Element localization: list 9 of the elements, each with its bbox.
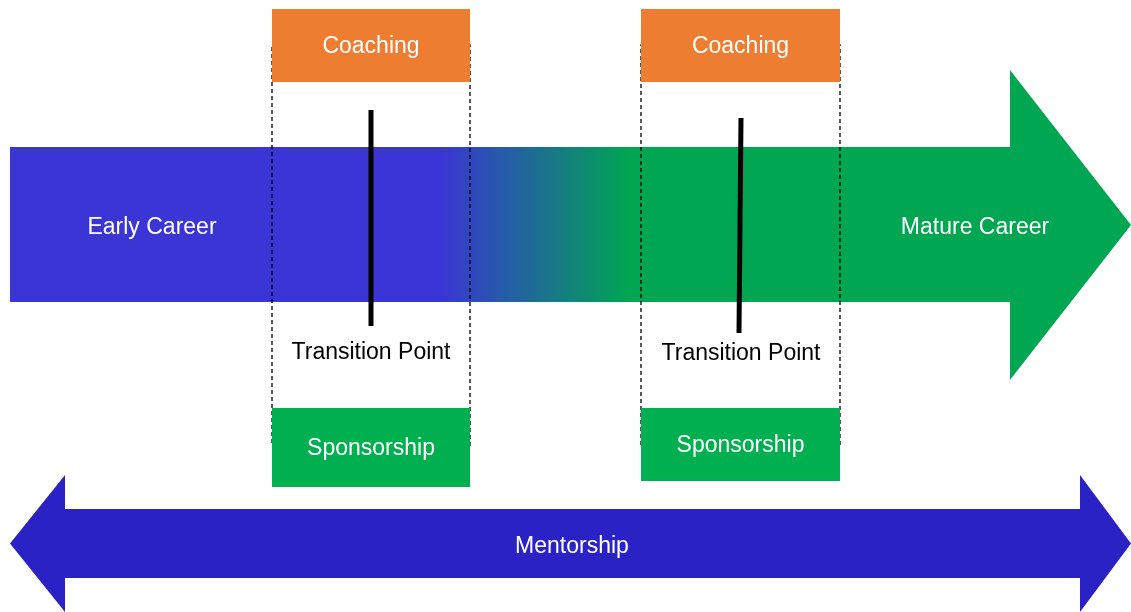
transition-label: Transition Point [661, 338, 821, 366]
phase-box: Sponsorship [272, 408, 470, 487]
phase-box: Coaching [641, 9, 840, 82]
phase-box: Coaching [272, 9, 470, 82]
transition-label: Transition Point [291, 337, 451, 365]
phase-box: Sponsorship [641, 408, 840, 481]
arrow-label: Mentorship [515, 531, 629, 559]
arrow-label: Mature Career [900, 212, 1050, 240]
arrow-label: Early Career [87, 212, 217, 240]
